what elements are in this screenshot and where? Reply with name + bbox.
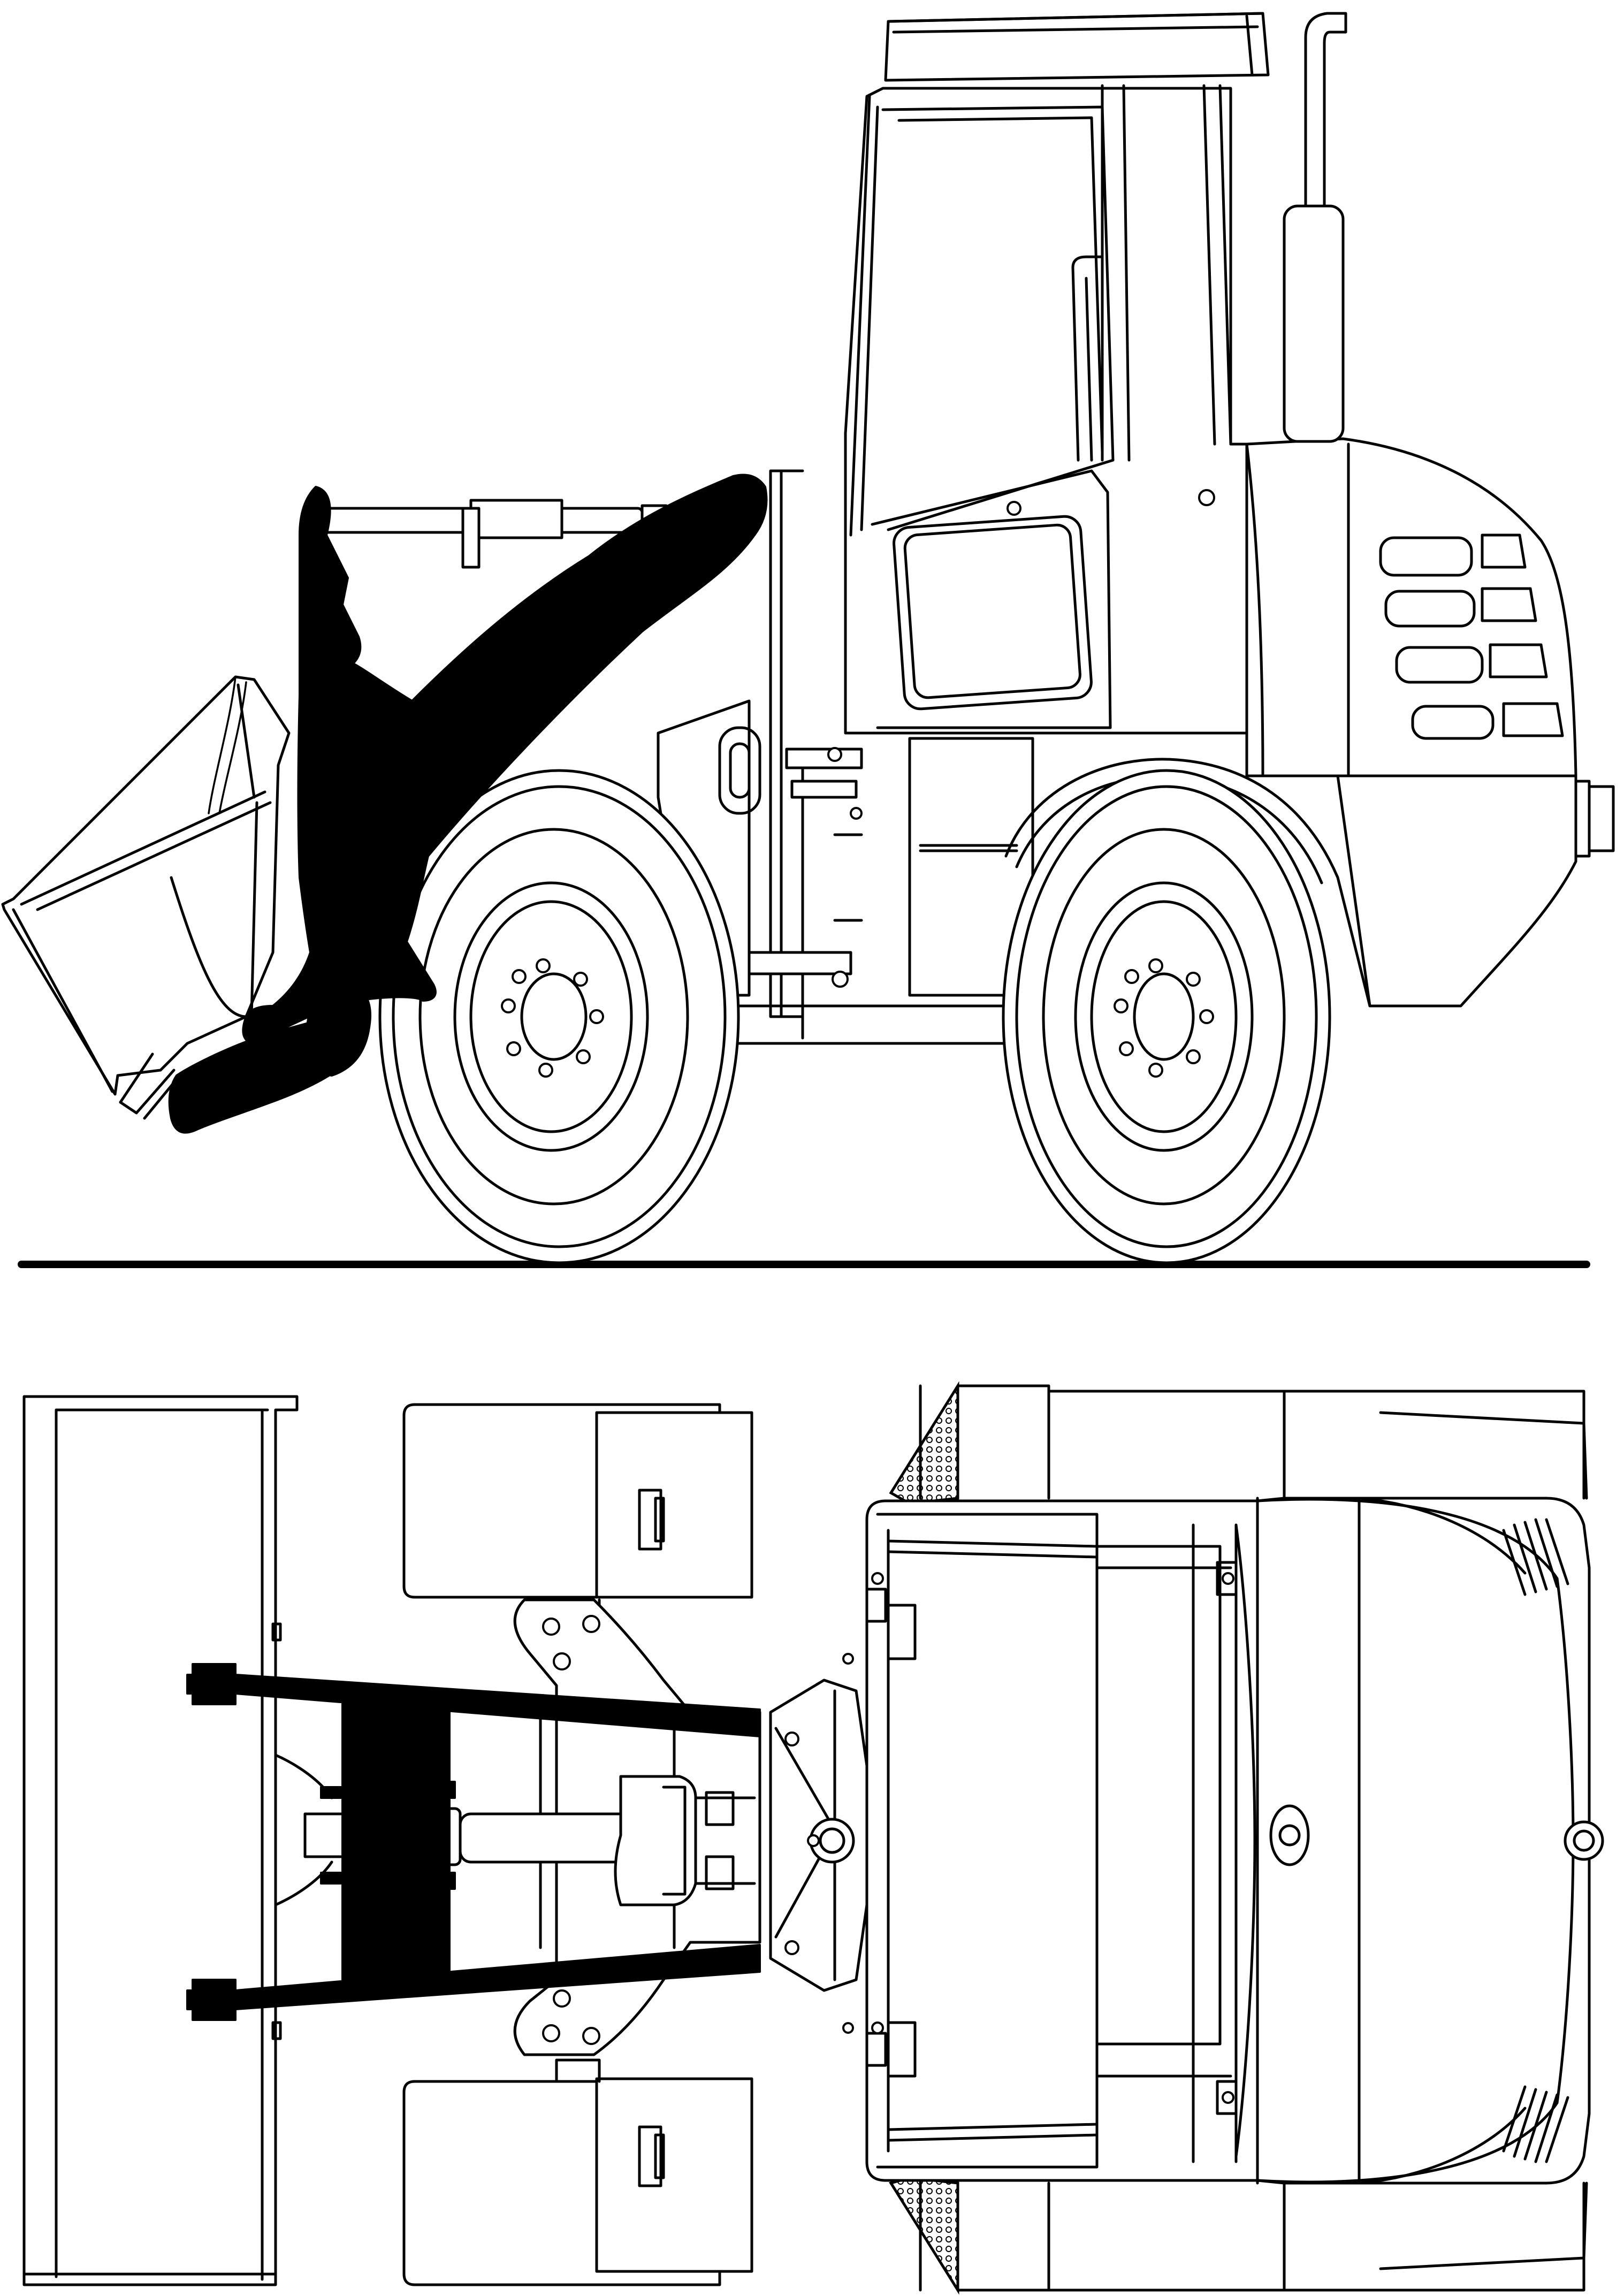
side-view: [1, 12, 1615, 1268]
engine-hood: [1245, 437, 1577, 777]
top-grille-vents: [1502, 1518, 1569, 2163]
rear-fender: [1004, 758, 1371, 1008]
loader-arm: [168, 474, 768, 1134]
exhaust-stack: [1283, 12, 1347, 443]
loader-arms: [186, 1663, 761, 2021]
grille-vents: [1379, 533, 1564, 740]
bucket: [1, 675, 291, 1120]
front-tires: [402, 1403, 753, 2286]
top-view: [22, 1381, 1604, 2295]
rear-wheel: [1002, 769, 1331, 1264]
rear-counterweight: [1336, 774, 1615, 1008]
cab: [844, 12, 1270, 852]
front-wheel: [378, 769, 740, 1264]
top-rear-body: [842, 1390, 1604, 2292]
top-bucket: [22, 1395, 333, 2286]
linkage-pins: [748, 747, 863, 988]
